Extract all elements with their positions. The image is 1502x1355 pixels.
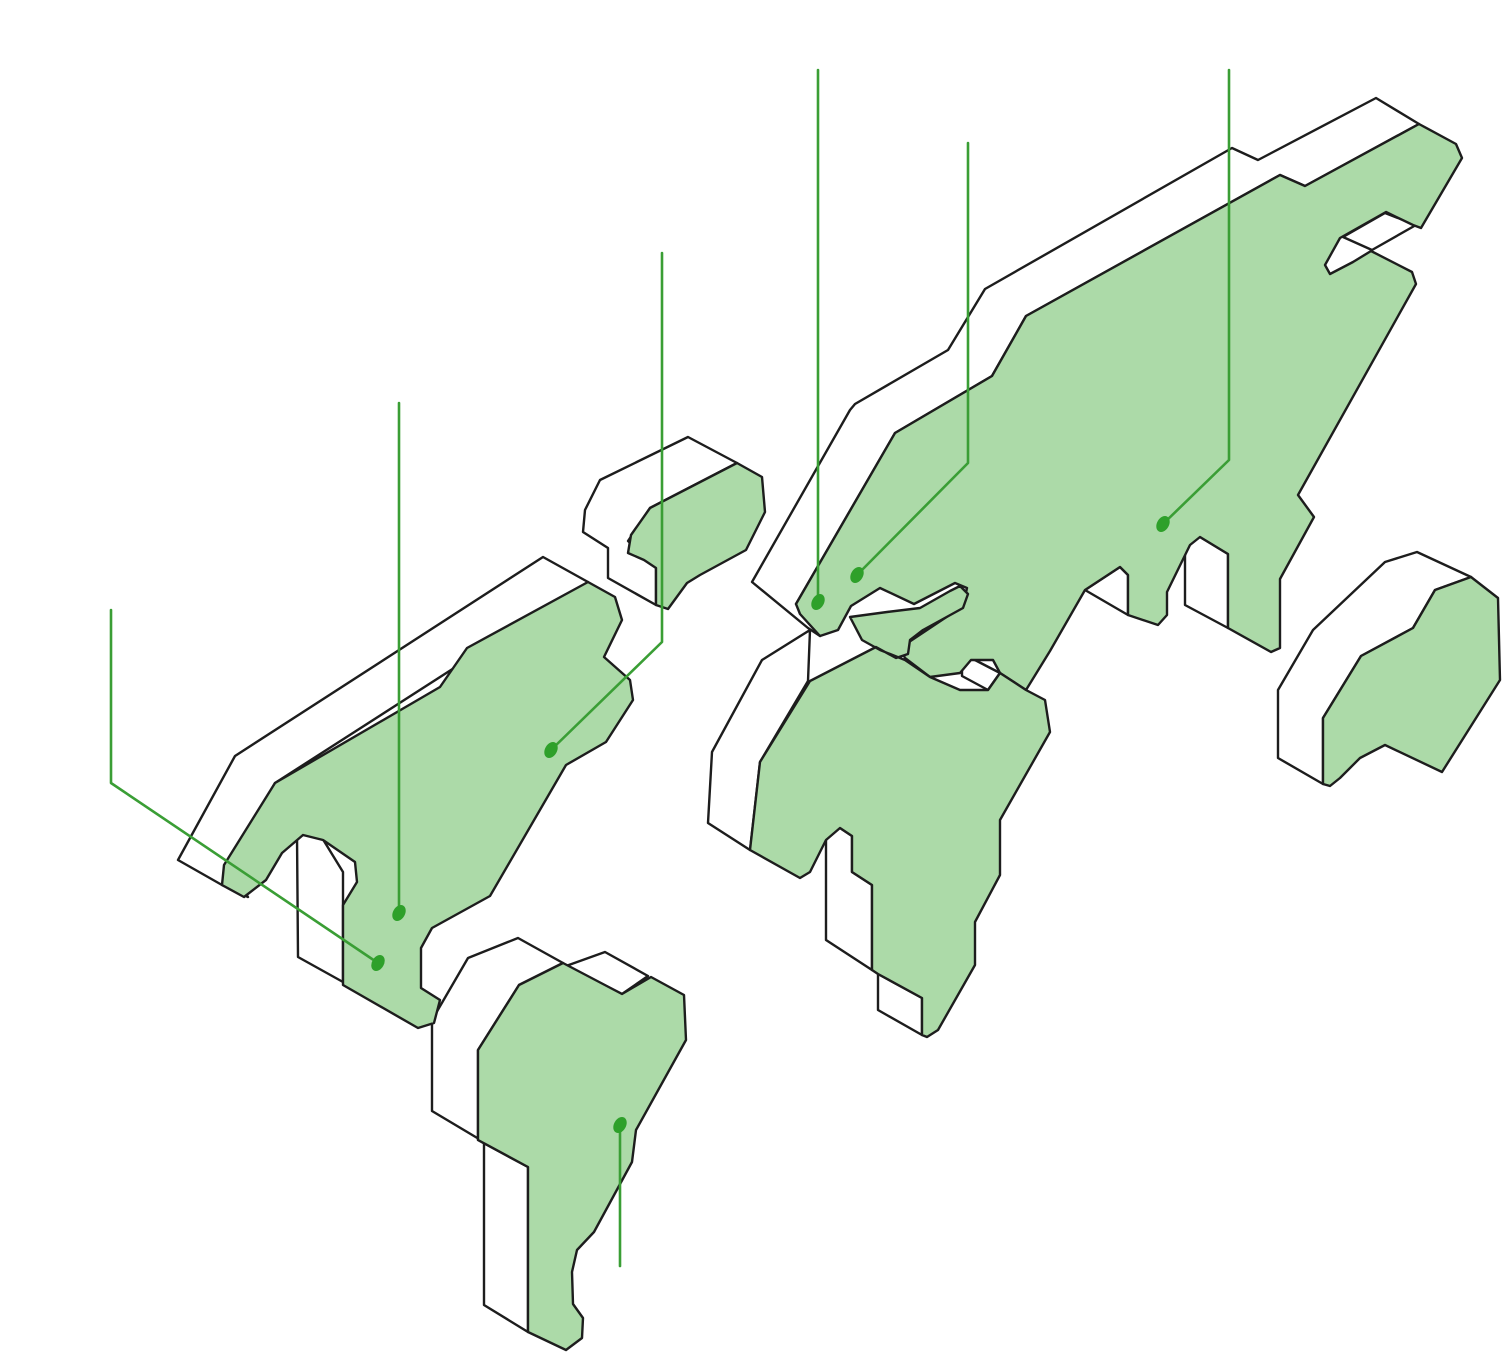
north-america [220, 580, 635, 1030]
marker-north-america-west [371, 955, 385, 971]
continent-tops [220, 122, 1502, 1352]
marker-south-america [613, 1117, 627, 1133]
leader-europe-central [855, 141, 970, 577]
eurasia [794, 122, 1464, 692]
leader-asia [1161, 68, 1231, 526]
marker-europe-central [850, 567, 864, 583]
australia [1321, 575, 1502, 788]
marker-north-america-east [544, 742, 558, 758]
leader-lines [109, 68, 1231, 1268]
africa [748, 584, 1052, 1039]
marker-asia [1156, 516, 1170, 532]
marker-north-america-central [392, 905, 406, 921]
north-america-side-lower [295, 826, 345, 984]
marker-europe-west [811, 594, 825, 610]
leader-north-america-west [109, 608, 380, 965]
location-markers [371, 516, 1170, 1133]
south-america [476, 961, 688, 1352]
leader-north-america-east [549, 251, 664, 752]
